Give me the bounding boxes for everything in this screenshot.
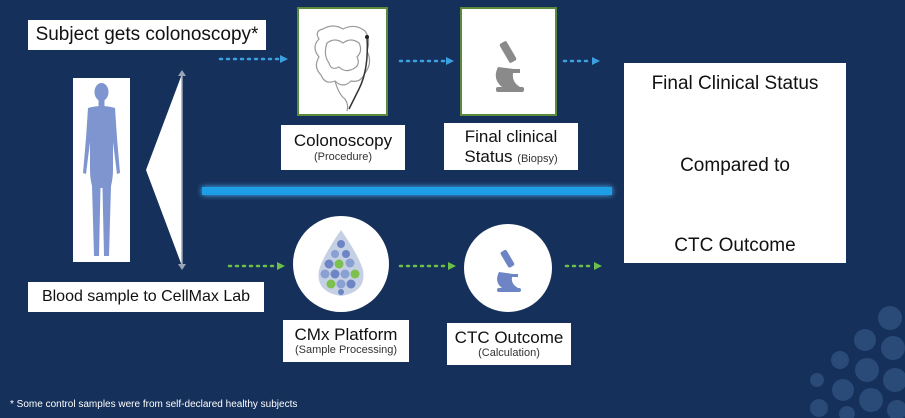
biopsy-label: Final clinical Status (Biopsy) <box>444 123 578 170</box>
footnote: * Some control samples were from self-de… <box>10 399 298 410</box>
final-line-2: Compared to <box>680 155 790 176</box>
blood-label: Blood sample to CellMax Lab <box>28 282 264 312</box>
biopsy-title-line2: Status (Biopsy) <box>464 147 557 167</box>
colonoscopy-subtitle: (Procedure) <box>313 150 373 163</box>
arrow-blood-to-cmx <box>227 262 285 270</box>
arrow-cmx-to-ctc <box>398 262 456 270</box>
biopsy-image <box>460 7 557 116</box>
cmx-platform-label: CMx Platform (Sample Processing) <box>283 320 409 362</box>
arrow-colonoscopy-to-biopsy <box>398 57 454 65</box>
decorative-dots <box>810 306 905 418</box>
colonoscopy-title: Colonoscopy <box>293 131 393 151</box>
ctc-outcome-circle <box>464 224 552 312</box>
human-panel <box>73 78 130 262</box>
final-status-box: Final Clinical Status Compared to CTC Ou… <box>624 63 846 263</box>
subject-label: Subject gets colonoscopy* <box>28 20 266 50</box>
human-figure-icon <box>83 83 120 256</box>
colon-icon <box>314 25 371 112</box>
split-funnel <box>146 70 186 270</box>
divider-bar <box>202 187 612 195</box>
microscope-icon <box>495 41 524 92</box>
microscope-icon <box>497 249 521 292</box>
cmx-platform-circle <box>293 216 389 312</box>
biopsy-subtitle: (Biopsy) <box>517 152 558 165</box>
ctc-title: CTC Outcome <box>454 327 564 347</box>
final-line-1: Final Clinical Status <box>651 73 819 94</box>
arrow-subject-to-colonoscopy <box>218 55 288 63</box>
colonoscopy-image <box>297 7 388 116</box>
cell-drop-icon <box>318 230 364 296</box>
biopsy-title-line1: Final clinical <box>464 126 558 146</box>
arrow-ctc-to-final <box>564 262 602 270</box>
final-line-3: CTC Outcome <box>674 235 796 256</box>
ctc-subtitle: (Calculation) <box>478 347 540 360</box>
cmx-title: CMx Platform <box>294 324 398 344</box>
cmx-subtitle: (Sample Processing) <box>294 344 398 357</box>
colonoscopy-label: Colonoscopy (Procedure) <box>281 125 405 170</box>
biopsy-status-word: Status <box>464 146 513 166</box>
arrow-biopsy-to-final <box>562 57 600 65</box>
ctc-outcome-label: CTC Outcome (Calculation) <box>447 323 571 365</box>
